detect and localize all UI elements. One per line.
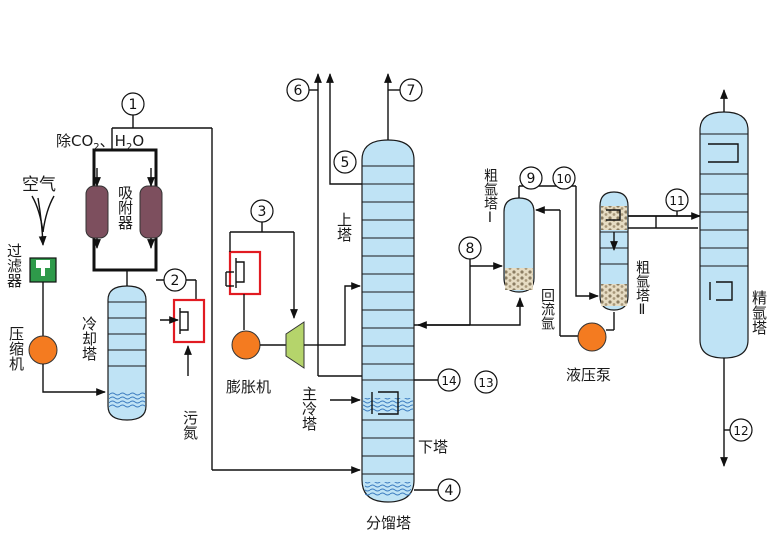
marker-2: 2 <box>163 268 187 292</box>
heat-exchanger-3 <box>228 250 262 296</box>
marker-7: 7 <box>399 78 423 102</box>
svg-text:11: 11 <box>669 194 684 208</box>
label-fine-argon: 精氩塔 <box>750 290 768 335</box>
marker-3: 3 <box>250 199 274 223</box>
svg-text:3: 3 <box>258 204 267 220</box>
svg-text:14: 14 <box>441 374 456 388</box>
marker-11: 11 <box>665 188 689 212</box>
svg-text:8: 8 <box>466 241 475 257</box>
label-main-cooler: 主冷塔 <box>300 386 318 431</box>
label-fractionation-tower: 分馏塔 <box>366 514 412 532</box>
marker-6: 6 <box>286 78 310 102</box>
marker-1: 1 <box>121 92 145 116</box>
svg-text:1: 1 <box>129 97 138 113</box>
marker-9: 9 <box>519 166 543 190</box>
crude-argon-column-2 <box>599 191 629 311</box>
svg-text:12: 12 <box>733 424 748 438</box>
label-expander: 膨胀机 <box>226 378 272 396</box>
adsorber-right <box>139 185 163 239</box>
label-crude-argon-2: 粗氩塔Ⅱ <box>634 260 650 318</box>
heat-exchanger-2 <box>172 298 206 344</box>
label-adsorber: 吸附器 <box>116 185 134 230</box>
label-waste-nitrogen: 污氮 <box>181 410 199 440</box>
svg-text:7: 7 <box>407 83 416 99</box>
label-reflux-argon: 回流氩 <box>539 288 555 330</box>
marker-5: 5 <box>333 150 357 174</box>
marker-13: 13 <box>474 370 498 394</box>
marker-4: 4 <box>437 478 461 502</box>
fractionation-column <box>361 139 415 503</box>
marker-12: 12 <box>729 418 753 442</box>
label-compressor: 压缩机 <box>7 326 25 371</box>
label-crude-argon-1: 粗氩塔Ⅰ <box>482 168 498 226</box>
fine-argon-column <box>699 111 749 359</box>
air-intake <box>31 195 55 246</box>
label-lower-column: 下塔 <box>418 438 449 456</box>
svg-text:5: 5 <box>341 155 350 171</box>
svg-text:4: 4 <box>445 483 454 499</box>
expander-turbine <box>285 321 305 369</box>
svg-text:13: 13 <box>478 376 493 390</box>
svg-text:6: 6 <box>294 83 303 99</box>
liquid-pump <box>577 322 607 352</box>
label-filter-v: 过滤器 <box>5 243 23 288</box>
adsorber-left <box>85 185 109 239</box>
marker-10: 10 <box>552 166 576 190</box>
label-remove-co2: 除CO2、H2O <box>56 132 144 153</box>
svg-text:9: 9 <box>527 171 536 187</box>
svg-text:2: 2 <box>171 273 180 289</box>
cooling-tower <box>107 285 147 421</box>
label-liquid-pump: 液压泵 <box>566 366 612 384</box>
label-air: 空气 <box>22 175 56 195</box>
filter <box>29 257 57 283</box>
svg-text:10: 10 <box>556 172 571 186</box>
marker-14: 14 <box>437 368 461 392</box>
crude-argon-column-1 <box>503 197 535 293</box>
marker-8: 8 <box>458 236 482 260</box>
label-cooling-tower: 冷却塔 <box>80 316 98 361</box>
label-upper-column: 上塔 <box>335 212 353 242</box>
compressor <box>28 335 58 365</box>
expander-pump <box>231 330 261 360</box>
